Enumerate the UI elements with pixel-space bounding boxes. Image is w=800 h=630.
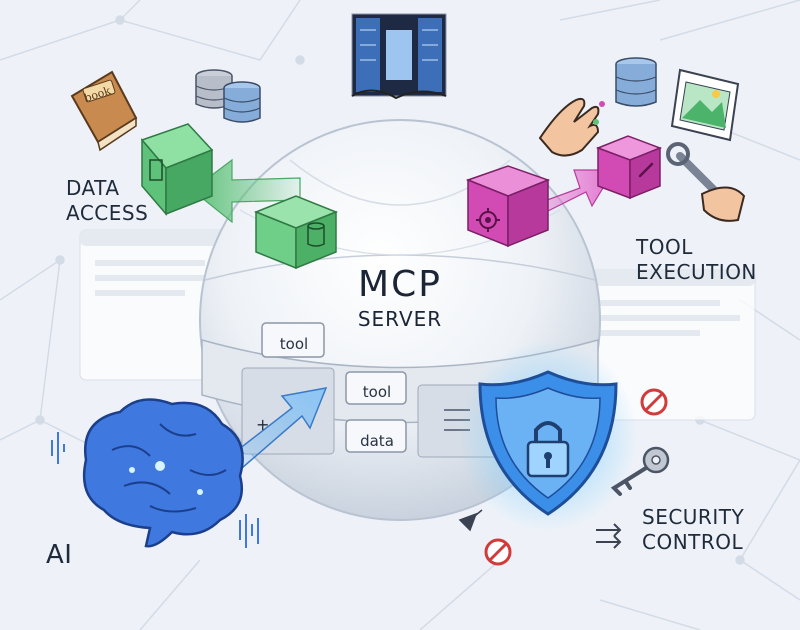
server-rack-photo	[351, 13, 447, 100]
data-access-line-1: DATA	[66, 176, 120, 200]
gear-icon	[476, 208, 500, 232]
tool-execution-flow	[465, 135, 663, 248]
server-subtitle: SERVER	[357, 307, 443, 331]
tool-chip: tool	[279, 335, 309, 353]
ai-label: AI	[46, 540, 73, 570]
shield-lock-icon	[458, 340, 638, 532]
hand-icon	[538, 97, 605, 157]
security-control-label: SECURITY CONTROL	[642, 505, 744, 555]
book-icon	[70, 70, 138, 152]
mcp-title: MCP	[358, 264, 442, 305]
brain-icon	[82, 398, 244, 548]
data-access-line-2: ACCESS	[66, 201, 149, 225]
ai-input-arrow: +	[228, 387, 328, 470]
wrench-icon	[666, 142, 746, 222]
database-icon	[615, 57, 657, 107]
signal-bars	[51, 432, 259, 548]
tool-execution-line-1: TOOL	[636, 235, 693, 259]
security-control-line-2: CONTROL	[642, 530, 744, 554]
key-icon	[610, 446, 670, 496]
transfer-arrows-icon	[596, 523, 622, 549]
data-chip: data	[360, 432, 394, 450]
data-access-label: DATA ACCESS	[66, 176, 148, 226]
image-card-icon	[670, 68, 740, 142]
svg-text:+: +	[256, 415, 269, 434]
tool-execution-line-2: EXECUTION	[636, 260, 757, 284]
database-icon	[195, 69, 261, 123]
tool-chip: tool	[362, 383, 392, 401]
cursor-icon	[458, 509, 483, 532]
security-control-line-1: SECURITY	[642, 505, 745, 529]
prohibited-icon	[484, 538, 512, 566]
data-access-flow	[140, 123, 339, 270]
mcp-server-title: MCP SERVER	[320, 262, 480, 332]
prohibited-icon	[640, 388, 668, 416]
tool-execution-label: TOOL EXECUTION	[636, 235, 757, 285]
